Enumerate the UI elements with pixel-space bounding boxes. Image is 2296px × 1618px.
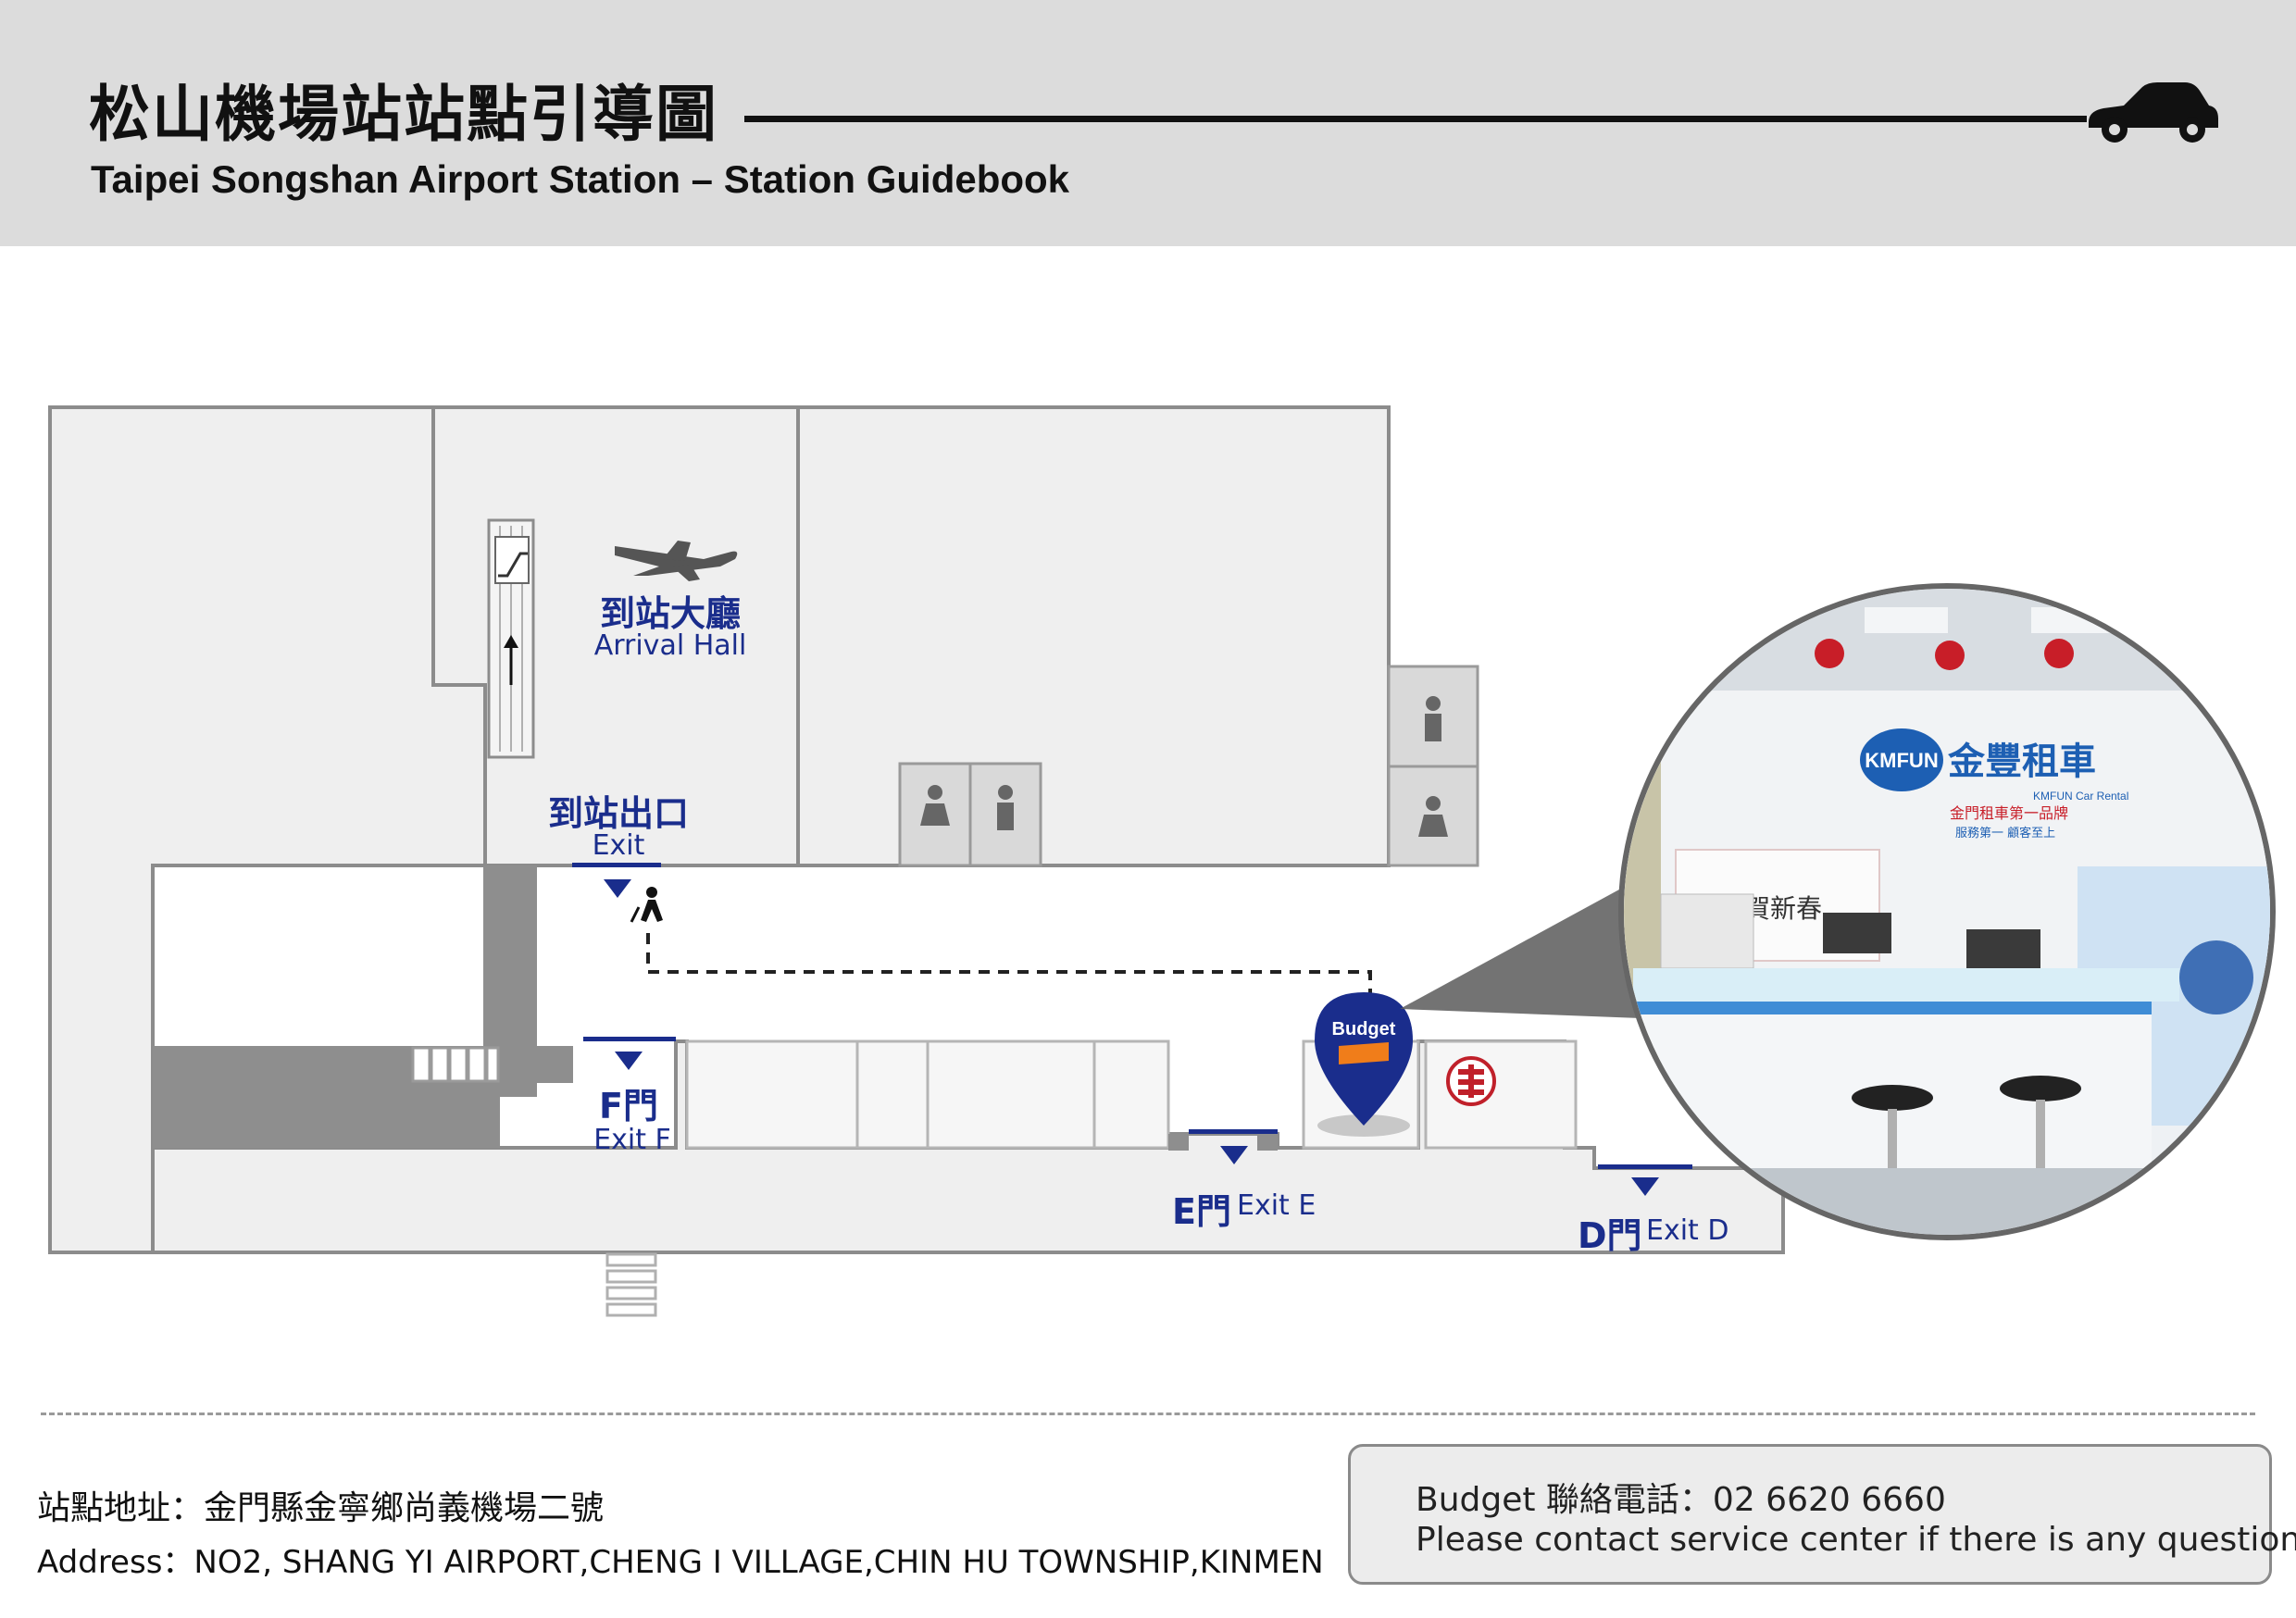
arrival-exit-label-en: Exit: [592, 829, 645, 862]
photo-banner-zh: 金門租車第一品牌: [1950, 804, 2068, 822]
floor-areas: [48, 405, 1785, 1254]
walking-route: [646, 933, 1372, 1009]
escalator-icon: [487, 518, 535, 759]
address-en: Address：NO2, SHANG YI AIRPORT,CHENG I VI…: [37, 1544, 1324, 1581]
budget-pin-label: Budget: [1332, 1019, 1396, 1039]
stair-steps-lower: [605, 1252, 657, 1317]
photo-brand-zh: 金豐租車: [1947, 741, 2096, 783]
contact-box: Budget 聯絡電話：02 6620 6660 Please contact …: [1348, 1444, 2296, 1585]
arrival-exit-label-zh: 到站出口: [547, 793, 690, 834]
budget-pin-icon: Budget: [1315, 992, 1413, 1137]
counter-photo-illustration: KMFUN 金豐租車 KMFUN Car Rental 金門租車第一品牌 服務第…: [1624, 589, 2270, 1235]
header-bar: 松山機場站站點引導圖 Taipei Songshan Airport Stati…: [0, 0, 2296, 246]
airplane-icon: [615, 541, 738, 581]
gate-e-label-en: Exit E: [1237, 1189, 1316, 1222]
photo-callout-wedge: [1400, 884, 1641, 1018]
page-title-zh: 松山機場站站點引導圖: [89, 79, 718, 150]
title-divider: [744, 116, 2087, 122]
arrival-hall-label-en: Arrival Hall: [593, 629, 747, 662]
contact-note: Please contact service center if there i…: [1416, 1521, 2296, 1559]
post-office-icon: [1446, 1056, 1496, 1106]
gate-e-label-zh: E門: [1172, 1191, 1231, 1232]
gate-d-label-en: Exit D: [1646, 1214, 1729, 1247]
photo-slogan-zh: 服務第一 顧客至上: [1955, 826, 2055, 840]
address-zh: 站點地址：金門縣金寧鄉尚義機場二號: [37, 1489, 605, 1527]
shop-units: [685, 1039, 1578, 1150]
walking-person-icon: [630, 887, 663, 923]
contact-phone: Budget 聯絡電話：02 6620 6660: [1416, 1481, 1946, 1519]
arrival-hall-label-zh: 到站大廳: [599, 593, 742, 634]
gate-f-label-zh: F門: [599, 1086, 658, 1126]
photo-brand-en: KMFUN Car Rental: [2033, 790, 2128, 803]
exit-markers: [572, 863, 1692, 1196]
counter-photo: KMFUN 金豐租車 KMFUN Car Rental 金門租車第一品牌 服務第…: [1618, 583, 2276, 1240]
gate-f-label-en: Exit F: [593, 1124, 671, 1156]
gate-d-label-zh: D門: [1578, 1215, 1642, 1256]
restroom-icon: [898, 665, 1479, 867]
photo-brand-logo: KMFUN: [1865, 749, 1938, 772]
stair-steps-upper: [411, 1046, 500, 1083]
footer-divider: [41, 1413, 2255, 1415]
page-title-en: Taipei Songshan Airport Station – Statio…: [91, 157, 1070, 201]
car-icon: [2089, 82, 2218, 143]
photo-greeting-zh: 賀新春: [1744, 893, 1822, 924]
